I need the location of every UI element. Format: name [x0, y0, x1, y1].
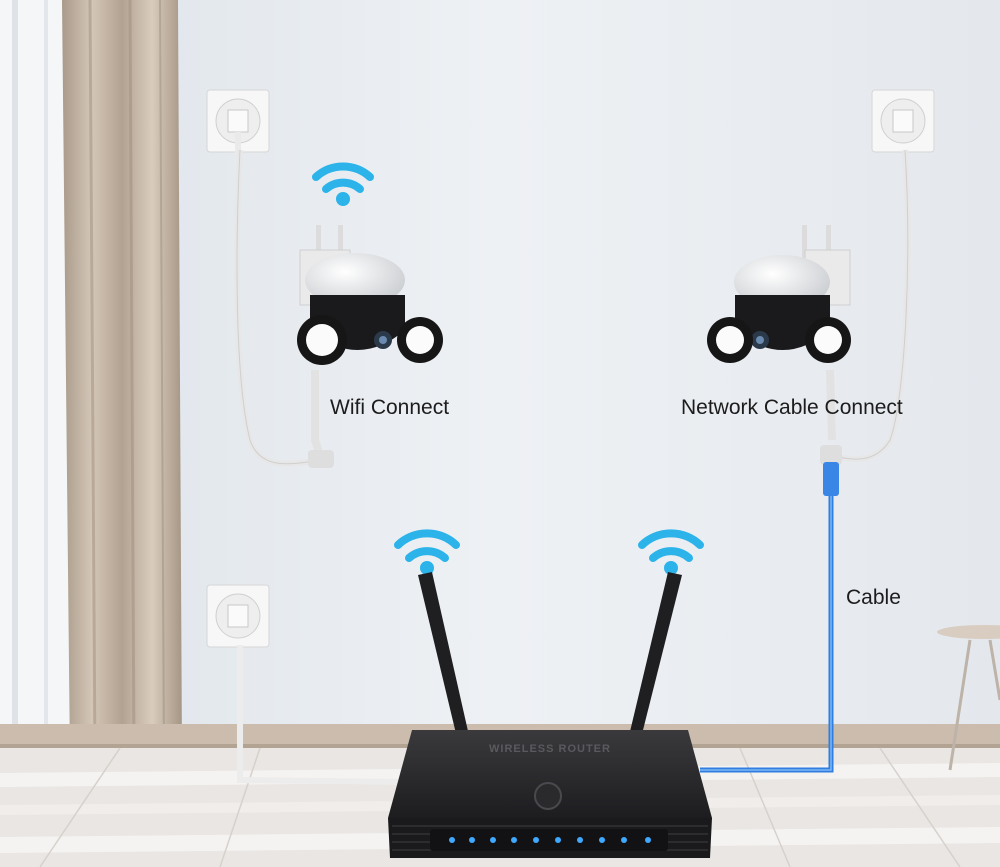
- wifi-signal-icon: [638, 529, 704, 575]
- power-socket-icon: [206, 584, 270, 648]
- wifi-signal-icon: [394, 529, 460, 575]
- router-brand-text: WIRELESS ROUTER: [489, 743, 611, 755]
- side-table: [937, 625, 1000, 639]
- network-cable-connect-label: Network Cable Connect: [681, 396, 903, 419]
- cable-label: Cable: [846, 586, 901, 609]
- ptz-camera-icon: [707, 225, 851, 363]
- router-leds: [449, 837, 651, 843]
- wifi-signal-icon: [312, 162, 374, 206]
- ptz-camera-icon: [297, 225, 443, 365]
- router-icon: WIRELESS ROUTER: [388, 572, 712, 858]
- power-socket-icon: [871, 89, 935, 153]
- wifi-connect-label: Wifi Connect: [330, 396, 450, 419]
